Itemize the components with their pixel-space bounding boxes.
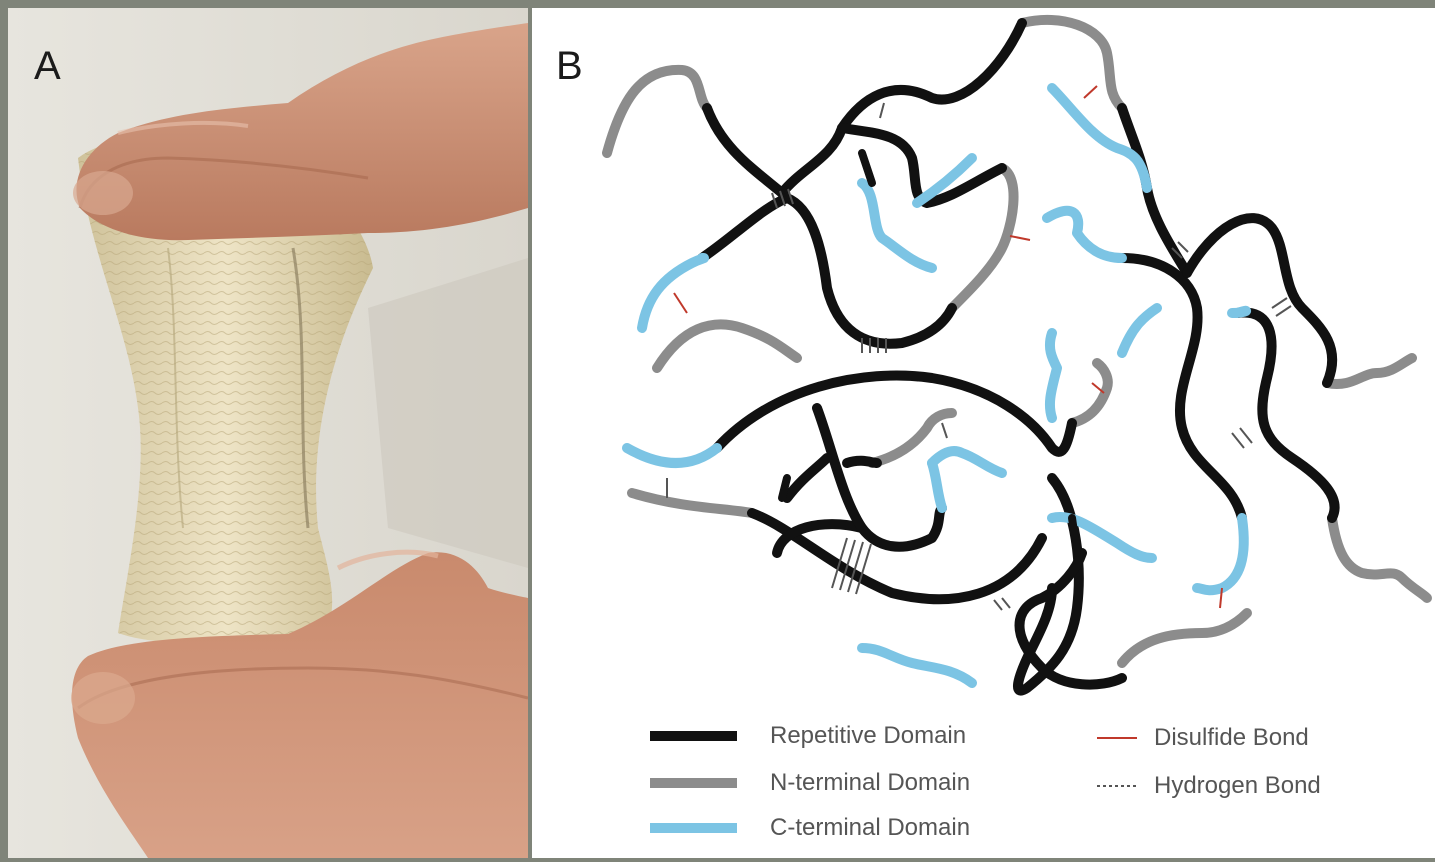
panel-b-label: B (556, 46, 583, 86)
gluten-network-diagram (532, 8, 1435, 858)
panel-b-diagram: B Repetitive Domain N-terminal Domain C-… (532, 8, 1435, 858)
c-terminal-segments (627, 88, 1246, 683)
panel-a-label: A (34, 46, 61, 86)
repetitive-fragments (782, 153, 1077, 553)
dough-photo-illustration (8, 8, 528, 858)
panel-a-photo: A (8, 8, 528, 858)
legend-swatches (650, 736, 1137, 828)
